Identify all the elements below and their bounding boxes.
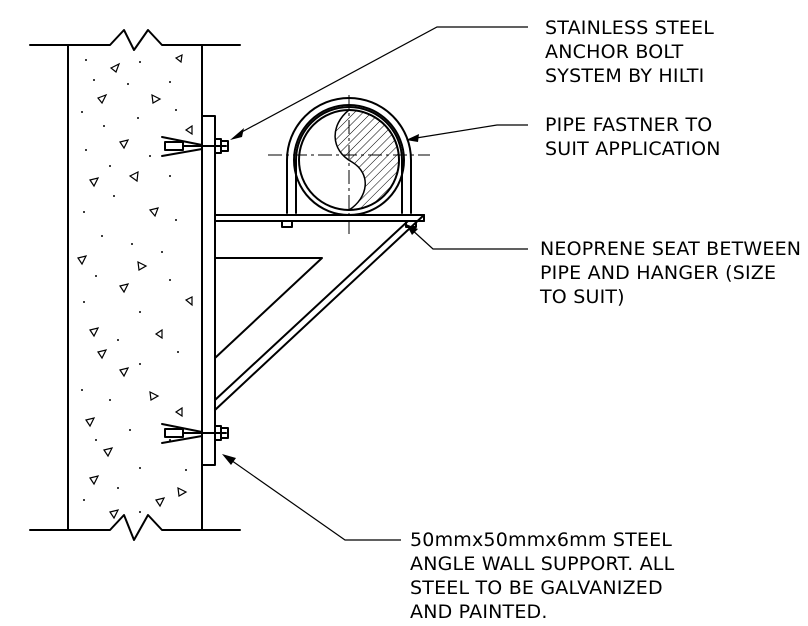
anchor-bolt-bottom — [161, 423, 229, 444]
note-angle-line-3: STEEL TO BE GALVANIZED — [410, 577, 663, 599]
note-neoprene-line-3: TO SUIT) — [539, 286, 625, 308]
wall-break-line-bottom — [29, 514, 241, 541]
back-plate — [201, 115, 216, 466]
note-angle-line-4: AND PAINTED. — [410, 601, 548, 623]
concrete-wall — [29, 29, 241, 541]
note-anchor-line-1: STAINLESS STEEL — [545, 17, 714, 39]
note-anchor-line-2: ANCHOR BOLT — [545, 41, 684, 63]
note-angle-line-2: ANGLE WALL SUPPORT. ALL — [410, 553, 675, 575]
note-fastener-line-2: SUIT APPLICATION — [545, 138, 721, 160]
note-anchor-bolt: STAINLESS STEEL ANCHOR BOLT SYSTEM BY HI… — [545, 17, 714, 87]
note-neoprene-line-1: NEOPRENE SEAT BETWEEN — [540, 238, 801, 260]
note-neoprene-seat: NEOPRENE SEAT BETWEEN PIPE AND HANGER (S… — [539, 238, 801, 308]
leader-lines — [222, 26, 528, 541]
note-pipe-fastener: PIPE FASTNER TO SUIT APPLICATION — [545, 114, 721, 160]
pipe-assembly — [268, 95, 430, 238]
note-angle-line-1: 50mmx50mmx6mm STEEL — [410, 529, 672, 551]
concrete-aggregate-pattern — [77, 53, 193, 520]
note-angle-support: 50mmx50mmx6mm STEEL ANGLE WALL SUPPORT. … — [410, 529, 675, 623]
note-anchor-line-3: SYSTEM BY HILTI — [545, 65, 704, 87]
anchor-bolt-top — [161, 136, 229, 157]
note-neoprene-line-2: PIPE AND HANGER (SIZE — [540, 262, 776, 284]
note-fastener-line-1: PIPE FASTNER TO — [545, 114, 712, 136]
wall-break-line-top — [29, 29, 241, 51]
concrete-sand-dots — [81, 59, 187, 513]
angle-wall-support — [201, 115, 425, 466]
